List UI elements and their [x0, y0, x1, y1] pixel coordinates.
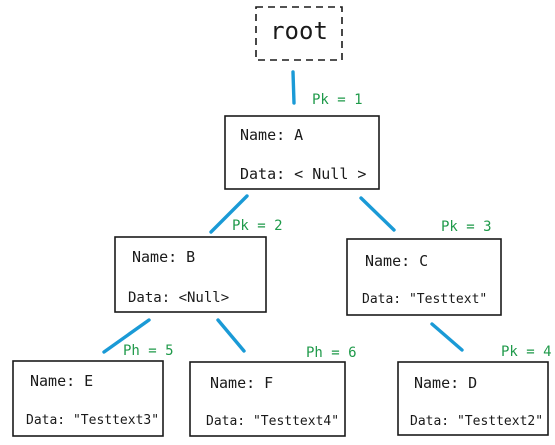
node-d-pk: Pk = 4 [501, 344, 552, 360]
node-a-name: Name: A [240, 126, 303, 144]
edge-a-c [359, 196, 396, 232]
node-d [397, 361, 549, 436]
node-e-data: Data: "Testtext3" [26, 413, 159, 428]
root-node [255, 6, 343, 61]
node-c-data: Data: "Testtext" [362, 292, 487, 307]
node-b-name: Name: B [132, 248, 195, 266]
node-f-data: Data: "Testtext4" [206, 414, 339, 429]
node-b [114, 236, 267, 313]
node-f-name: Name: F [210, 374, 273, 392]
node-a [224, 115, 380, 190]
root-label: root [270, 17, 328, 45]
node-c-name: Name: C [365, 252, 428, 270]
node-d-name: Name: D [414, 374, 477, 392]
edge-b-e [102, 318, 151, 354]
node-c-pk: Pk = 3 [441, 219, 492, 235]
node-c [346, 238, 502, 316]
node-e-name: Name: E [30, 372, 93, 390]
node-f-pk: Ph = 6 [306, 345, 357, 361]
node-d-data: Data: "Testtext2" [410, 414, 543, 429]
node-b-data: Data: <Null> [128, 290, 229, 306]
node-e [12, 360, 164, 437]
edge-b-f [216, 318, 246, 353]
edge-root-a [291, 70, 296, 105]
node-a-pk: Pk = 1 [312, 92, 363, 108]
node-e-pk: Ph = 5 [123, 343, 174, 359]
edge-c-d [430, 322, 464, 352]
node-a-data: Data: < Null > [240, 165, 366, 183]
edge-a-b [209, 194, 249, 234]
node-b-pk: Pk = 2 [232, 218, 283, 234]
node-f [189, 361, 346, 437]
